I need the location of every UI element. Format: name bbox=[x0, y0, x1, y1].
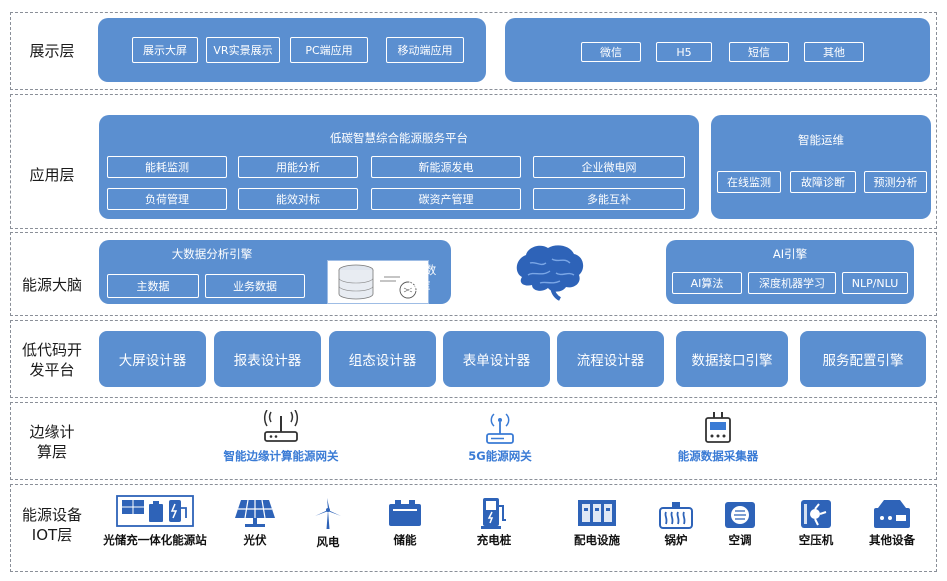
bigdata-panel: 大数据分析引擎 主数据 业务数据 实时数据库 bbox=[99, 240, 451, 304]
charging-pile-icon bbox=[462, 496, 526, 530]
lowcode-data-interface-engine[interactable]: 数据接口引擎 bbox=[676, 331, 788, 387]
display-item-mobile[interactable]: 移动端应用 bbox=[386, 37, 464, 63]
lowcode-layer bbox=[10, 320, 937, 398]
edge-item-gateway[interactable]: 智能边缘计算能源网关 bbox=[196, 410, 366, 464]
ai-item-nlp[interactable]: NLP/NLU bbox=[842, 272, 908, 294]
platform-title: 低碳智慧综合能源服务平台 bbox=[330, 131, 468, 145]
platform-panel: 低碳智慧综合能源服务平台 能耗监测 用能分析 新能源发电 企业微电网 负荷管理 … bbox=[99, 115, 699, 219]
device-label-solar-storage-station: 光储充一体化能源站 bbox=[103, 533, 207, 547]
device-label-air-conditioner: 空调 bbox=[728, 533, 752, 547]
device-label-solar-panel: 光伏 bbox=[243, 533, 267, 547]
app-item-load-mgmt[interactable]: 负荷管理 bbox=[107, 188, 227, 210]
lowcode-big-screen-designer[interactable]: 大屏设计器 bbox=[99, 331, 206, 387]
display-right-panel: 微信 H5 短信 其他 bbox=[505, 18, 930, 82]
lowcode-scada-designer[interactable]: 组态设计器 bbox=[329, 331, 436, 387]
display-item-sms[interactable]: 短信 bbox=[729, 42, 789, 62]
device-wind-turbine[interactable]: 风电 bbox=[298, 498, 358, 550]
switchgear-icon bbox=[565, 498, 629, 528]
bigdata-item-master[interactable]: 主数据 bbox=[107, 274, 199, 298]
brain-icon bbox=[512, 243, 587, 301]
device-label-other: 其他设备 bbox=[869, 533, 915, 547]
app-item-energy-monitor[interactable]: 能耗监测 bbox=[107, 156, 227, 178]
edge-label-5g: 5G能源网关 bbox=[468, 449, 532, 463]
edge-label-gateway: 智能边缘计算能源网关 bbox=[223, 449, 339, 463]
application-layer bbox=[10, 94, 937, 229]
device-layer bbox=[10, 484, 937, 572]
edge-item-collector[interactable]: 能源数据采集器 bbox=[648, 410, 788, 464]
app-item-new-energy[interactable]: 新能源发电 bbox=[371, 156, 521, 178]
brain-layer bbox=[10, 232, 937, 316]
display-layer bbox=[10, 12, 937, 90]
ai-panel: AI引擎 AI算法 深度机器学习 NLP/NLU bbox=[666, 240, 914, 304]
device-solar-storage-station[interactable]: 光储充一体化能源站 bbox=[95, 494, 215, 548]
ai-item-deep-learning[interactable]: 深度机器学习 bbox=[748, 272, 836, 294]
ops-title: 智能运维 bbox=[798, 133, 844, 147]
lowcode-report-designer[interactable]: 报表设计器 bbox=[214, 331, 321, 387]
edge-layer-label: 边缘计算层 bbox=[29, 423, 75, 461]
battery-icon bbox=[375, 498, 435, 528]
bigdata-title: 大数据分析引擎 bbox=[171, 247, 253, 261]
air-conditioner-icon bbox=[712, 500, 768, 530]
ops-item-prediction[interactable]: 预测分析 bbox=[864, 171, 927, 193]
solar-storage-station-icon bbox=[95, 494, 215, 528]
display-item-big-screen[interactable]: 展示大屏 bbox=[132, 37, 198, 63]
air-compressor-icon bbox=[786, 498, 846, 530]
device-switchgear[interactable]: 配电设施 bbox=[565, 498, 629, 548]
device-label-boiler: 锅炉 bbox=[664, 533, 688, 547]
device-other[interactable]: 其他设备 bbox=[856, 498, 928, 548]
ops-item-online-monitor[interactable]: 在线监测 bbox=[717, 171, 781, 193]
edge-item-5g[interactable]: 5G能源网关 bbox=[440, 410, 560, 464]
application-layer-label: 应用层 bbox=[29, 166, 75, 184]
display-item-wechat[interactable]: 微信 bbox=[581, 42, 641, 62]
display-item-other[interactable]: 其他 bbox=[804, 42, 864, 62]
device-air-compressor[interactable]: 空压机 bbox=[786, 498, 846, 548]
device-label-air-compressor: 空压机 bbox=[798, 533, 834, 547]
data-collector-icon bbox=[648, 410, 788, 446]
device-label-charging-pile: 充电桩 bbox=[476, 533, 512, 547]
device-boiler[interactable]: 锅炉 bbox=[648, 500, 704, 548]
ops-panel: 智能运维 在线监测 故障诊断 预测分析 bbox=[711, 115, 931, 219]
app-item-carbon-asset[interactable]: 碳资产管理 bbox=[371, 188, 521, 210]
lowcode-service-config-engine[interactable]: 服务配置引擎 bbox=[800, 331, 926, 387]
5g-gateway-icon bbox=[440, 410, 560, 446]
display-layer-label: 展示层 bbox=[29, 42, 75, 60]
device-battery[interactable]: 储能 bbox=[375, 498, 435, 548]
display-item-vr[interactable]: VR实景展示 bbox=[206, 37, 280, 63]
app-item-multi-energy[interactable]: 多能互补 bbox=[533, 188, 685, 210]
device-solar-panel[interactable]: 光伏 bbox=[225, 498, 285, 548]
app-item-efficiency[interactable]: 能效对标 bbox=[238, 188, 358, 210]
bigdata-item-business[interactable]: 业务数据 bbox=[205, 274, 305, 298]
edge-layer bbox=[10, 402, 937, 480]
router-icon bbox=[196, 410, 366, 444]
ops-item-fault-diagnosis[interactable]: 故障诊断 bbox=[790, 171, 856, 193]
device-charging-pile[interactable]: 充电桩 bbox=[462, 496, 526, 548]
wind-turbine-icon bbox=[298, 498, 358, 530]
edge-label-collector: 能源数据采集器 bbox=[677, 449, 759, 463]
solar-panel-icon bbox=[225, 498, 285, 528]
database-icon bbox=[327, 260, 429, 304]
device-layer-label: 能源设备IOT层 bbox=[21, 506, 82, 544]
lowcode-layer-label: 低代码开发平台 bbox=[21, 341, 82, 379]
device-label-battery: 储能 bbox=[393, 533, 417, 547]
device-label-switchgear: 配电设施 bbox=[574, 533, 620, 547]
realtime-db-label: 实时数据库 bbox=[401, 263, 437, 293]
boiler-icon bbox=[648, 500, 704, 530]
ai-title: AI引擎 bbox=[772, 247, 808, 261]
display-left-panel: 展示大屏 VR实景展示 PC端应用 移动端应用 bbox=[98, 18, 486, 82]
device-air-conditioner[interactable]: 空调 bbox=[712, 500, 768, 548]
lowcode-workflow-designer[interactable]: 流程设计器 bbox=[557, 331, 664, 387]
ai-item-algorithm[interactable]: AI算法 bbox=[672, 272, 742, 294]
lowcode-form-designer[interactable]: 表单设计器 bbox=[443, 331, 550, 387]
app-item-microgrid[interactable]: 企业微电网 bbox=[533, 156, 685, 178]
display-item-pc[interactable]: PC端应用 bbox=[290, 37, 368, 63]
display-item-h5[interactable]: H5 bbox=[656, 42, 712, 62]
device-label-wind: 风电 bbox=[316, 535, 340, 549]
other-equipment-icon bbox=[856, 498, 928, 530]
brain-layer-label: 能源大脑 bbox=[21, 276, 82, 294]
app-item-energy-analysis[interactable]: 用能分析 bbox=[238, 156, 358, 178]
